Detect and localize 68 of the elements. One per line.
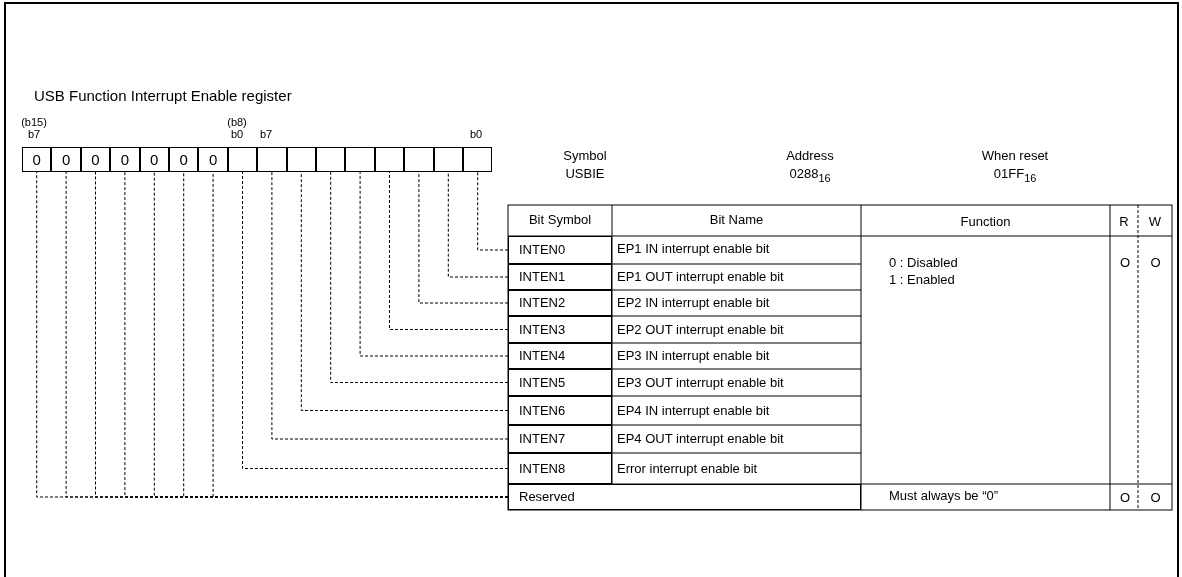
table-header: Bit Symbol	[527, 212, 593, 228]
table-header: Bit Name	[708, 212, 765, 228]
bit-cell	[257, 147, 287, 172]
diagram-title: USB Function Interrupt Enable register	[34, 87, 292, 105]
bit-cell: 0	[80, 147, 111, 172]
table-cell-text: Must always be “0”	[889, 488, 1000, 504]
bit-number-label: b0	[468, 128, 484, 140]
bit-cell: 0	[169, 147, 199, 172]
bit-number-label: b0	[229, 128, 245, 140]
bit-number-label: (b15)	[20, 116, 48, 128]
table-cell-text: O	[1118, 255, 1132, 271]
bit-cell	[286, 147, 316, 172]
bit-symbol-cell: INTEN2	[508, 290, 612, 316]
table-cell-text: EP4 OUT interrupt enable bit	[617, 431, 785, 447]
table-cell-text: EP2 IN interrupt enable bit	[617, 295, 771, 311]
table-cell-text: EP4 IN interrupt enable bit	[617, 402, 771, 419]
bit-cell	[404, 147, 434, 172]
leader-line	[242, 171, 509, 469]
leader-line	[300, 171, 509, 411]
bit-cell	[227, 147, 258, 172]
bit-number-label: (b8)	[226, 116, 248, 128]
bit-cell	[463, 147, 493, 172]
bit-symbol-cell: INTEN4	[508, 343, 612, 369]
table-cell-text: EP2 OUT interrupt enable bit	[617, 321, 785, 338]
bit-cell	[374, 147, 405, 172]
bit-symbol-cell: Reserved	[508, 484, 861, 510]
bit-symbol-cell: INTEN1	[508, 264, 612, 290]
register-info-label: Address	[785, 148, 835, 164]
bit-symbol-cell: INTEN3	[508, 316, 612, 343]
table-cell-text: EP3 IN interrupt enable bit	[617, 348, 771, 364]
bit-cell: 0	[198, 147, 228, 172]
bit-symbol-cell: INTEN7	[508, 425, 612, 453]
bit-cell: 0	[139, 147, 169, 172]
leader-line	[418, 171, 509, 304]
table-cell-text: Error interrupt enable bit	[617, 460, 759, 477]
register-info-label: 01FF$_{16}$	[992, 166, 1038, 186]
leader-line	[330, 171, 509, 383]
leader-line	[359, 171, 509, 357]
table-cell-text: 1 : Enabled	[889, 272, 956, 288]
table-cell-text: 0 : Disabled	[889, 255, 959, 271]
bit-symbol-cell: INTEN5	[508, 369, 612, 396]
leader-line	[447, 171, 509, 278]
table-cell-text: O	[1149, 490, 1162, 506]
leader-line	[271, 171, 509, 440]
bit-symbol-cell: INTEN0	[508, 236, 612, 264]
bit-number-label: b7	[258, 128, 274, 140]
bit-symbol-cell: INTEN8	[508, 453, 612, 484]
leader-line	[477, 171, 509, 251]
table-cell-text: O	[1118, 490, 1132, 506]
register-info-label: USBIE	[564, 166, 606, 182]
table-cell-text: EP1 OUT interrupt enable bit	[617, 269, 785, 285]
register-info-label: 0288$_{16}$	[788, 166, 832, 186]
table-cell-text: O	[1149, 255, 1162, 271]
bit-cell: 0	[22, 147, 52, 172]
register-info-label: Symbol	[562, 148, 608, 164]
bit-cell: 0	[51, 147, 81, 172]
table-cell-text: EP1 IN interrupt enable bit	[617, 241, 771, 257]
bit-cell	[316, 147, 346, 172]
bit-cell: 0	[110, 147, 140, 172]
bit-cell	[345, 147, 375, 172]
bit-number-label: b7	[26, 128, 42, 140]
table-header: Function	[959, 214, 1012, 230]
table-header: R	[1118, 214, 1130, 230]
table-cell-text: EP3 OUT interrupt enable bit	[617, 374, 785, 391]
bit-cell	[433, 147, 463, 172]
table-header: W	[1147, 214, 1163, 230]
register-info-label: When reset	[980, 148, 1050, 164]
bit-symbol-cell: INTEN6	[508, 396, 612, 425]
